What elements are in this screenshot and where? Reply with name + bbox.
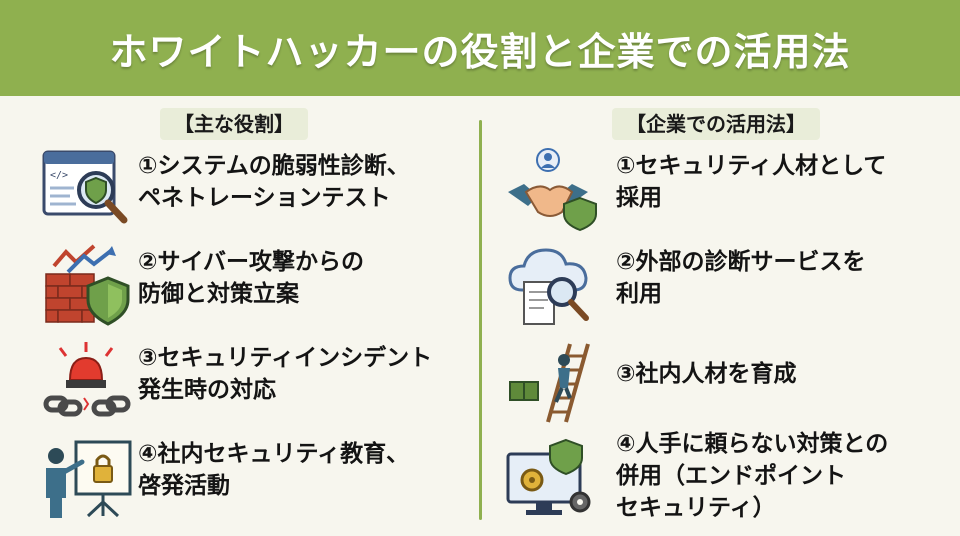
cloud-document-magnifier-icon [504, 244, 600, 328]
usage-item-3-text: ③社内人材を育成 [616, 361, 797, 387]
role-item-2-text: ②サイバー攻撃からの 防御と対策立案 [138, 249, 365, 307]
usage-item-3: ③社内人材を育成 [484, 340, 960, 436]
usage-item-4: ④人手に頼らない対策との 併用（エンドポイント セキュリティ） [484, 428, 960, 524]
usage-item-1-text: ①セキュリティ人材として 採用 [616, 153, 887, 211]
usage-heading: 【企業での活用法】 [612, 108, 820, 140]
person-climbing-ladder-icon [504, 340, 600, 424]
svg-text:</>: </> [50, 170, 68, 181]
column-divider [479, 120, 482, 520]
roles-heading: 【主な役割】 [160, 108, 308, 140]
role-item-4-text: ④社内セキュリティ教育、 啓発活動 [138, 441, 410, 499]
page-title: ホワイトハッカーの役割と企業での活用法 [109, 29, 851, 74]
presenter-lock-board-icon [40, 436, 136, 520]
firewall-shield-icon [40, 244, 136, 328]
title-banner: ホワイトハッカーの役割と企業での活用法 [0, 0, 960, 96]
role-item-4: ④社内セキュリティ教育、 啓発活動 [0, 436, 478, 532]
siren-broken-chain-icon [40, 340, 136, 424]
role-item-1-text: ①システムの脆弱性診断、 ペネトレーションテスト [138, 153, 410, 211]
role-item-2: ②サイバー攻撃からの 防御と対策立案 [0, 244, 478, 340]
role-item-3: ③セキュリティインシデント 発生時の対応 [0, 340, 478, 436]
code-window-magnifier-shield-icon: </> [40, 148, 136, 232]
usage-item-2-text: ②外部の診断サービスを 利用 [616, 249, 866, 307]
usage-item-1: ①セキュリティ人材として 採用 [484, 148, 960, 244]
handshake-shield-icon [504, 148, 600, 232]
usage-item-4-text: ④人手に頼らない対策との 併用（エンドポイント セキュリティ） [616, 431, 889, 521]
monitor-gears-shield-icon [504, 436, 600, 520]
usage-item-2: ②外部の診断サービスを 利用 [484, 244, 960, 340]
role-item-1: </> ①システムの脆弱性診断、 ペネトレーションテスト [0, 148, 478, 244]
role-item-3-text: ③セキュリティインシデント 発生時の対応 [138, 345, 433, 403]
